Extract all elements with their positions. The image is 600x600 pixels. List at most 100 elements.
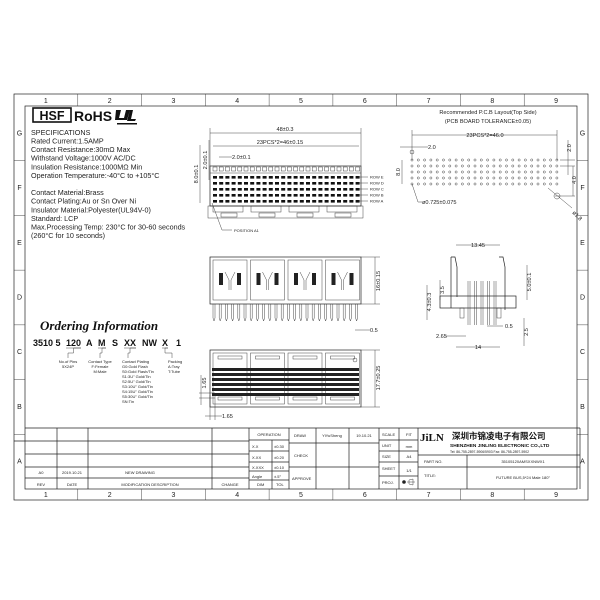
contact-pin	[256, 182, 261, 185]
operation-header: OPERATION	[257, 432, 280, 437]
projection-symbol-icon	[402, 478, 415, 486]
ordering-note: T:Tube	[168, 369, 181, 374]
pin-tail	[293, 304, 296, 322]
ordering-code-segment: 120	[66, 338, 81, 348]
contact-pin	[225, 182, 230, 185]
pcb-hole	[442, 158, 445, 162]
dim-end-h1: 4.3±0.3	[427, 293, 433, 312]
latch	[274, 273, 279, 285]
contact-pin	[262, 200, 267, 203]
pcb-hole	[442, 182, 445, 186]
proj-label: PROJ.	[382, 480, 394, 485]
pcb-hole	[492, 158, 496, 162]
castellation	[280, 166, 286, 172]
pin-tail	[324, 304, 327, 322]
column-label-bottom: 1	[44, 492, 48, 499]
size-value: A4	[407, 454, 413, 459]
column-label-top: 6	[363, 98, 367, 105]
pin-tail	[299, 304, 303, 322]
contact-pin	[219, 194, 224, 197]
pcb-hole	[555, 170, 559, 174]
pcb-hole	[505, 176, 508, 180]
pin-tail	[218, 304, 222, 322]
ordering-note: 5X24P	[62, 364, 74, 369]
contact-pin	[225, 176, 230, 179]
pcb-hole	[536, 158, 540, 162]
ordering-note: A:Tray	[168, 364, 180, 369]
pcb-hole	[473, 182, 477, 186]
pcb-hole	[555, 182, 559, 186]
row-label-right: G	[580, 130, 585, 137]
rev-date: 2019.10.21	[62, 470, 83, 475]
pcb-hole	[461, 158, 464, 162]
contact-pin	[337, 188, 341, 191]
pcb-hole	[467, 158, 471, 162]
latch-arm	[337, 271, 348, 290]
pcb-hole	[498, 170, 502, 174]
contact-pin	[293, 188, 298, 191]
pcb-hole	[410, 182, 414, 186]
housing-bay	[325, 259, 360, 301]
company-name-cn: 深圳市锦凌电子有限公司	[452, 431, 546, 441]
contact-pin	[237, 188, 242, 191]
pcb-hole	[549, 170, 552, 174]
contact-pin	[213, 182, 217, 185]
pcb-hole	[448, 182, 452, 186]
contact-pin	[244, 182, 248, 185]
foot	[334, 212, 352, 218]
castellation	[336, 166, 342, 172]
tolerance-dim: X.XXX	[252, 465, 264, 470]
end-pin	[474, 281, 477, 325]
ordering-code-segment: 1	[176, 338, 181, 348]
pcb-hole	[467, 176, 471, 180]
contact-pin	[287, 182, 292, 185]
dim-pitch: 2.0±0.1	[232, 155, 251, 161]
pin-tail	[342, 304, 346, 322]
contact-pin	[306, 188, 310, 191]
pcb-hole	[454, 170, 458, 174]
side-view: 16±0.15 0.5	[209, 256, 382, 334]
ordering-note: Contact Plating	[122, 359, 149, 364]
pcb-hole	[549, 182, 552, 186]
title-label: TITLE:	[424, 473, 436, 478]
column-label-bottom: 4	[235, 492, 239, 499]
contact-pin	[262, 194, 267, 197]
contact-pin	[262, 182, 267, 185]
row-label-right: F	[580, 185, 584, 192]
contact-pin	[312, 200, 317, 203]
pcb-hole	[517, 164, 521, 168]
contact-pin	[281, 188, 286, 191]
pcb-hole	[410, 158, 414, 162]
pcb-hole	[435, 182, 439, 186]
contact-pin	[237, 200, 242, 203]
pin-row	[212, 368, 359, 371]
ordering-leader-line	[162, 347, 173, 358]
pin-row	[212, 383, 359, 386]
peg-mark	[352, 357, 358, 363]
pcb-title: Recommended P.C.B Layout(Top Side)	[439, 110, 536, 116]
pcb-hole	[442, 170, 445, 174]
specs-heading: SPECIFICATIONS	[31, 128, 91, 137]
pcb-hole	[524, 182, 527, 186]
contact-pin	[244, 188, 248, 191]
contact-pin	[349, 182, 354, 185]
part-no-value: 35105120AMSXXNWX1	[501, 459, 545, 464]
row-label: ROW B	[370, 193, 384, 198]
spec-line: Max.Processing Temp: 230°C for 30-60 sec…	[31, 223, 186, 232]
pin-tail	[274, 304, 278, 322]
pcb-hole	[505, 170, 508, 174]
row-label-right: E	[580, 240, 585, 247]
bottom-rib	[255, 396, 280, 401]
contact-pin	[324, 188, 329, 191]
pcb-hole	[530, 170, 534, 174]
company-name-en: SHENZHEN JINLING ELECTRONIC CO.,LTD	[450, 443, 550, 449]
contact-pin	[213, 194, 217, 197]
ordering-note: S5:30U" Gold/Tin	[122, 394, 153, 399]
ordering-code-segment: A	[86, 338, 93, 348]
scale-label: SCALE	[382, 432, 395, 437]
column-label-bottom: 9	[554, 492, 558, 499]
pcb-hole	[524, 170, 527, 174]
latch	[312, 273, 316, 285]
